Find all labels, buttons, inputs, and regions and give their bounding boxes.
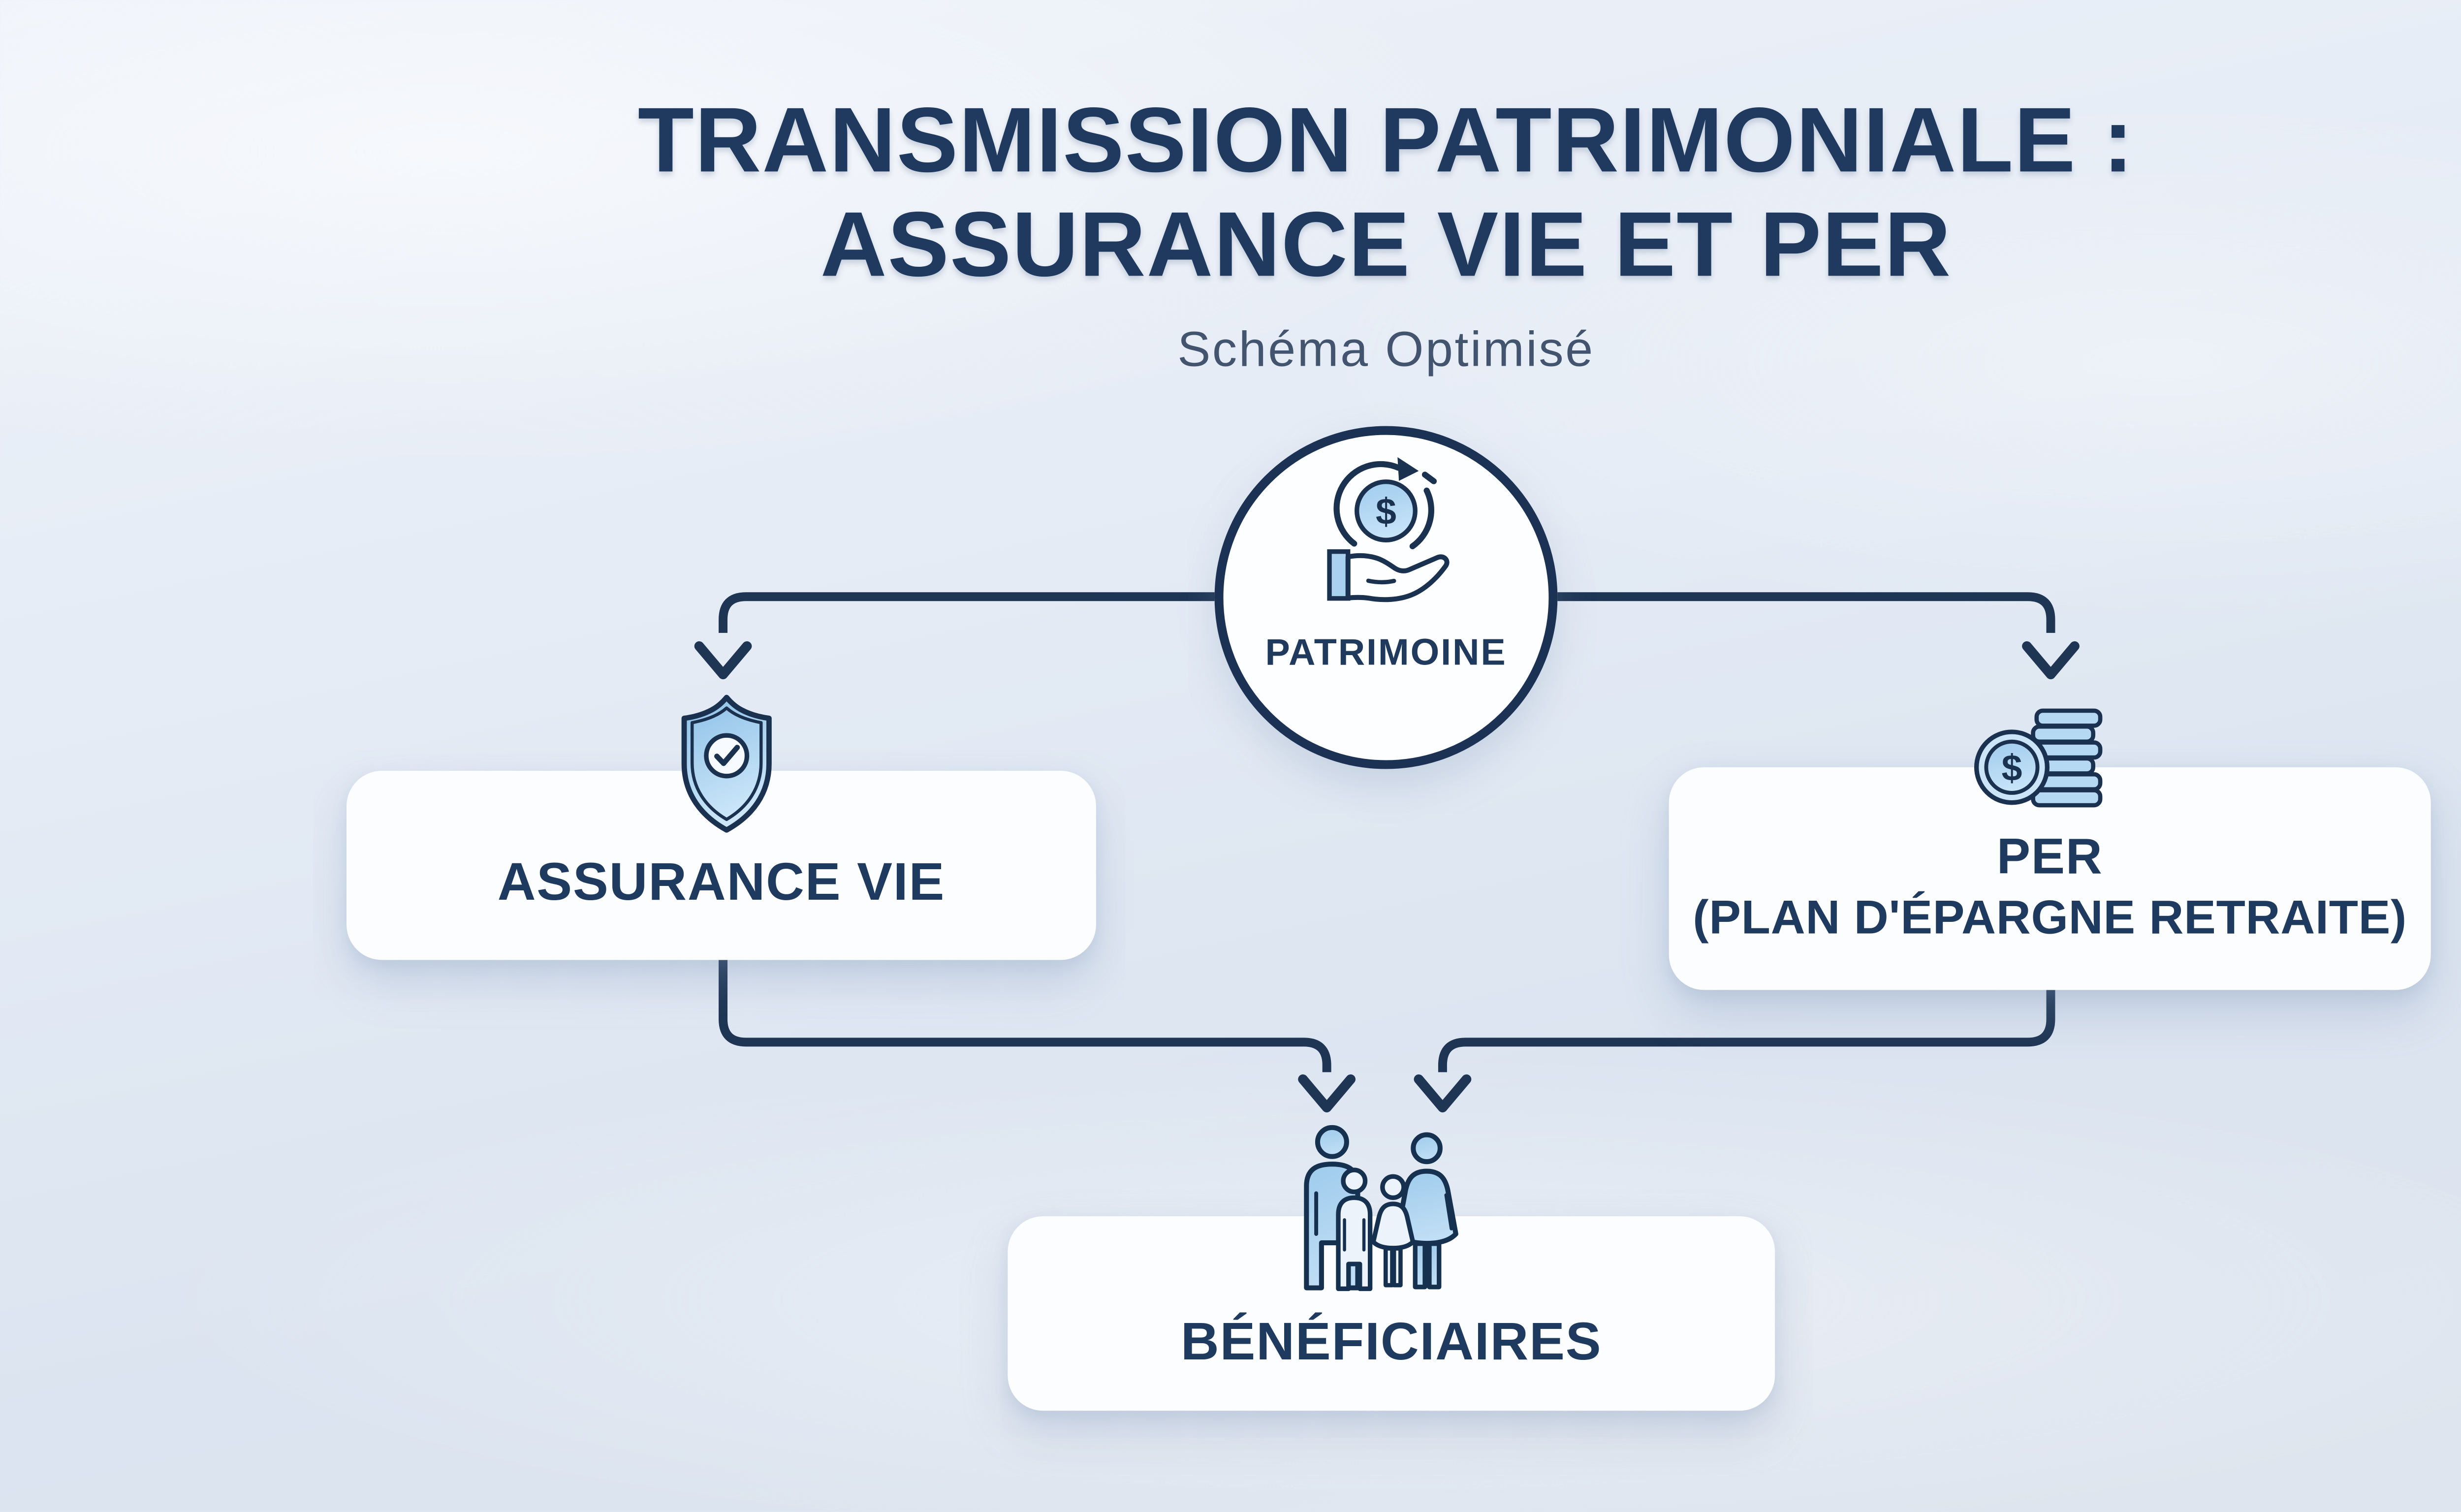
coins-stack-icon: $ [1974, 708, 2103, 808]
node-per-label-line1: PER [1996, 829, 2103, 886]
edge-patrimoine-assurance [719, 592, 1215, 633]
node-patrimoine: $ PATRIMOINE [1214, 426, 1558, 769]
dollar-icon: $ [1376, 491, 1396, 532]
arrowhead-down-icon [1298, 1074, 1356, 1113]
shield-check-icon [681, 694, 772, 833]
arrowhead-down-icon [2022, 641, 2080, 680]
node-assurance-vie-label: ASSURANCE VIE [497, 853, 946, 912]
node-per-label-line2: (PLAN D'ÉPARGNE RETRAITE) [1693, 891, 2407, 945]
hand-coin-cycle-icon: $ [1327, 457, 1450, 602]
node-beneficiaires-label: BÉNÉFICIAIRES [1180, 1313, 1602, 1372]
node-patrimoine-label: PATRIMOINE [1265, 632, 1507, 674]
arrowhead-down-icon [694, 641, 752, 680]
page-title-line1: TRANSMISSION PATRIMONIALE : [637, 90, 2135, 193]
arrowhead-down-icon [1414, 1074, 1472, 1113]
family-icon [1304, 1125, 1458, 1292]
page-title-line2: ASSURANCE VIE ET PER [820, 194, 1952, 297]
edge-patrimoine-per [1557, 592, 2055, 633]
page-title: TRANSMISSION PATRIMONIALE : ASSURANCE VI… [0, 90, 2461, 299]
dollar-icon: $ [2001, 747, 2022, 788]
edge-assurance-beneficiaires [719, 960, 1331, 1072]
edge-per-beneficiaires [1438, 990, 2055, 1072]
page-subtitle: Schéma Optimisé [1177, 321, 1595, 377]
